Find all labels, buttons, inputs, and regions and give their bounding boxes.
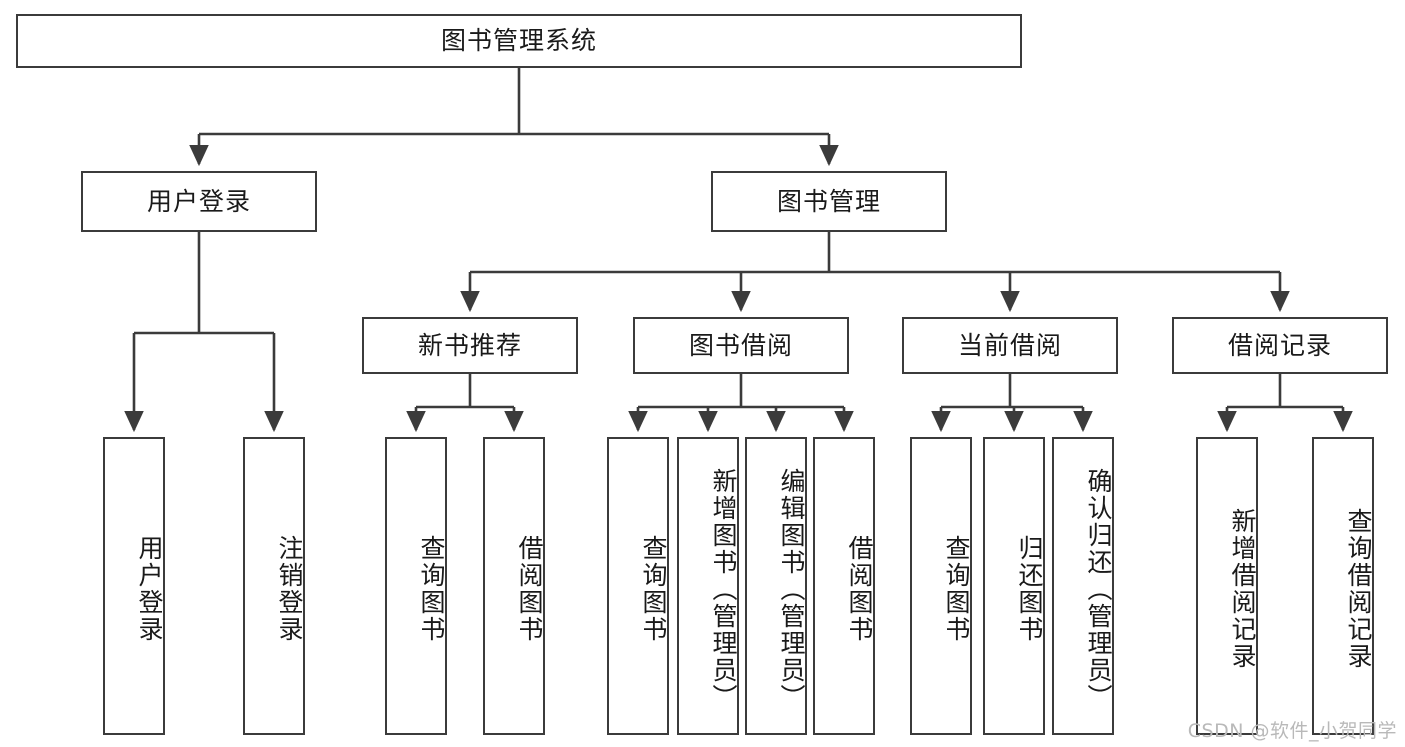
leaf-label: 借阅图书	[515, 535, 544, 643]
node-current-borrow[interactable]: 当前借阅	[902, 317, 1118, 374]
node-book-management[interactable]: 图书管理	[711, 171, 947, 232]
leaf-query-book-recommend[interactable]: 查询图书	[385, 437, 447, 735]
leaf-label: 查询借阅记录	[1344, 508, 1373, 670]
leaf-user-login[interactable]: 用户登录	[103, 437, 165, 735]
node-borrow-record[interactable]: 借阅记录	[1172, 317, 1388, 374]
node-new-book-recommend[interactable]: 新书推荐	[362, 317, 578, 374]
node-root[interactable]: 图书管理系统	[16, 14, 1022, 68]
leaf-confirm-return-admin[interactable]: 确认归还（管理员）	[1052, 437, 1114, 735]
leaf-add-book-admin[interactable]: 新增图书（管理员）	[677, 437, 739, 735]
leaf-label: 注销登录	[275, 535, 304, 643]
leaf-edit-book-admin[interactable]: 编辑图书（管理员）	[745, 437, 807, 735]
leaf-borrow-book[interactable]: 借阅图书	[813, 437, 875, 735]
leaf-query-book-borrow[interactable]: 查询图书	[607, 437, 669, 735]
leaf-label: 确认归还（管理员）	[1084, 467, 1113, 711]
leaf-label: 查询图书	[417, 535, 446, 643]
leaf-label: 用户登录	[135, 535, 164, 643]
node-book-borrow[interactable]: 图书借阅	[633, 317, 849, 374]
leaf-label: 归还图书	[1015, 535, 1044, 643]
leaf-label: 新增图书（管理员）	[709, 467, 738, 711]
leaf-label: 借阅图书	[845, 535, 874, 643]
leaf-query-borrow-record[interactable]: 查询借阅记录	[1312, 437, 1374, 735]
leaf-logout[interactable]: 注销登录	[243, 437, 305, 735]
leaf-label: 查询图书	[639, 535, 668, 643]
leaf-label: 查询图书	[942, 535, 971, 643]
leaf-label: 编辑图书（管理员）	[777, 467, 806, 711]
leaf-label: 新增借阅记录	[1228, 508, 1257, 670]
node-user-login[interactable]: 用户登录	[81, 171, 317, 232]
leaf-add-borrow-record[interactable]: 新增借阅记录	[1196, 437, 1258, 735]
leaf-borrow-book-recommend[interactable]: 借阅图书	[483, 437, 545, 735]
leaf-return-book[interactable]: 归还图书	[983, 437, 1045, 735]
csdn-watermark: CSDN @软件_小贺同学	[1187, 720, 1397, 742]
leaf-query-book-current[interactable]: 查询图书	[910, 437, 972, 735]
